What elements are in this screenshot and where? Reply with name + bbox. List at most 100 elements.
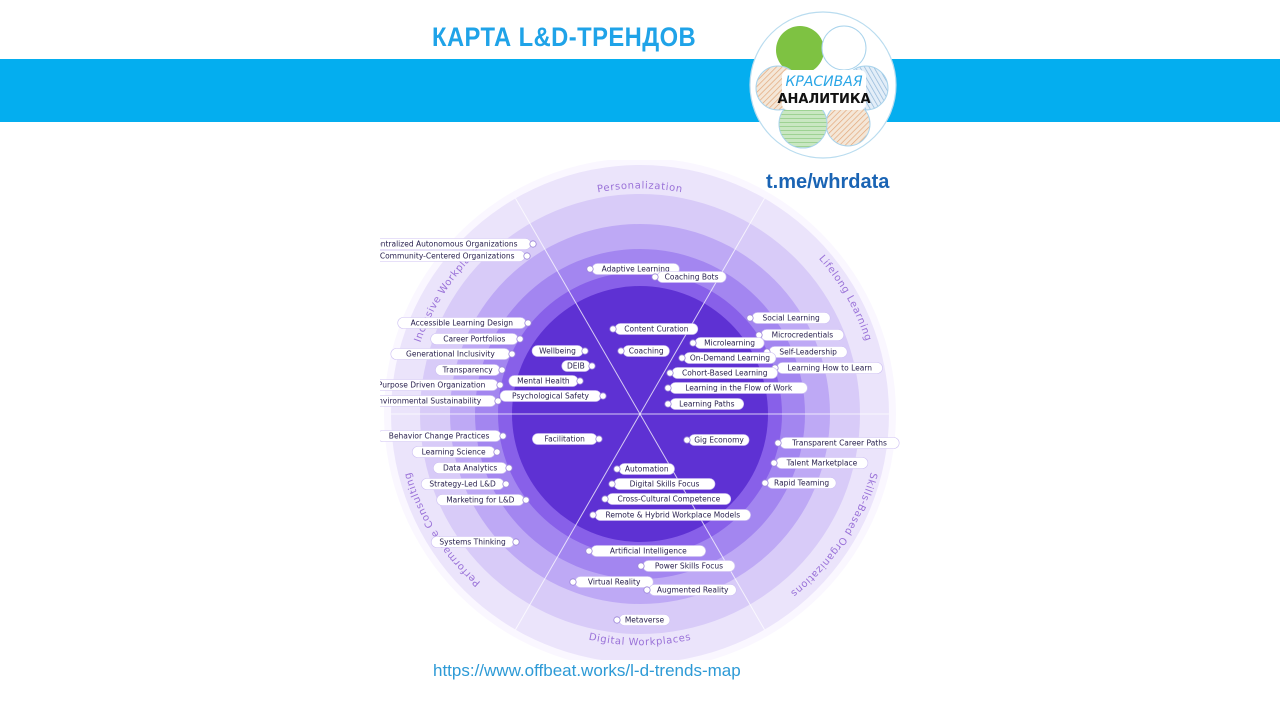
trend-dot bbox=[651, 273, 659, 281]
trend-label: Generational Inclusivity bbox=[406, 350, 495, 359]
trend-pill[interactable]: Talent Marketplace bbox=[770, 457, 869, 469]
trend-pill[interactable]: Digital Skills Focus bbox=[608, 478, 716, 490]
trend-pill[interactable]: Gig Economy bbox=[683, 434, 750, 446]
trend-label: Rapid Teaming bbox=[774, 479, 829, 488]
trend-label: Artificial Intelligence bbox=[610, 547, 687, 556]
trend-pill[interactable]: Transparent Career Paths bbox=[774, 437, 900, 449]
trend-pill[interactable]: Data Analytics bbox=[432, 462, 513, 474]
trend-pill[interactable]: Learning Science bbox=[411, 446, 501, 458]
trend-label: Coaching Bots bbox=[665, 273, 719, 282]
trend-pill[interactable]: Psychological Safety bbox=[499, 390, 607, 402]
trend-pill[interactable]: Rapid Teaming bbox=[761, 477, 837, 489]
trend-label: Coaching bbox=[629, 347, 664, 356]
telegram-channel-link[interactable]: t.me/whrdata bbox=[766, 171, 890, 193]
trend-dot bbox=[516, 335, 524, 343]
trend-label: Purpose Driven Organization bbox=[380, 381, 486, 390]
trend-dot bbox=[529, 240, 537, 248]
trend-pill[interactable]: Wellbeing bbox=[531, 345, 589, 357]
trend-pill[interactable]: Automation bbox=[613, 463, 675, 475]
trend-pill[interactable]: Metaverse bbox=[613, 614, 671, 626]
trend-label: Content Curation bbox=[624, 325, 688, 334]
trend-pill[interactable]: Self-Leadership bbox=[763, 346, 848, 358]
trend-label: Environmental Sustainability bbox=[380, 397, 482, 406]
trend-dot bbox=[508, 350, 516, 358]
trend-pill[interactable]: Microlearning bbox=[689, 337, 765, 349]
trend-pill[interactable]: Accessible Learning Design bbox=[397, 317, 532, 329]
trend-pill[interactable]: Social Learning bbox=[746, 312, 831, 324]
trend-pill[interactable]: Learning in the Flow of Work bbox=[664, 382, 808, 394]
trend-pill[interactable]: Cohort-Based Learning bbox=[666, 367, 778, 379]
trend-label: Career Portfolios bbox=[443, 335, 505, 344]
trend-pill[interactable]: Virtual Reality bbox=[569, 576, 654, 588]
trend-dot bbox=[499, 432, 507, 440]
trend-dot bbox=[493, 448, 501, 456]
trend-pill[interactable]: Purpose Driven Organization bbox=[380, 379, 504, 391]
trend-label: Data Analytics bbox=[443, 464, 497, 473]
trend-pill[interactable]: Coaching bbox=[617, 345, 670, 357]
trend-pill[interactable]: Augmented Reality bbox=[643, 584, 737, 596]
header-band bbox=[0, 59, 1280, 122]
trend-dot bbox=[599, 392, 607, 400]
trend-dot bbox=[505, 464, 513, 472]
trend-pill[interactable]: Learning Paths bbox=[664, 398, 744, 410]
trend-pill[interactable]: Systems Thinking bbox=[430, 536, 520, 548]
trend-pill[interactable]: Environmental Sustainability bbox=[380, 395, 502, 407]
trend-pill[interactable]: Strategy-Led L&D bbox=[420, 478, 510, 490]
trend-label: Learning Paths bbox=[679, 400, 734, 409]
trend-dot bbox=[601, 495, 609, 503]
trend-dot bbox=[588, 362, 596, 370]
trend-label: Augmented Reality bbox=[657, 586, 729, 595]
trend-label: Mental Health bbox=[517, 377, 570, 386]
trend-label: Wellbeing bbox=[539, 347, 576, 356]
trend-dot bbox=[664, 384, 672, 392]
trend-pill[interactable]: Mental Health bbox=[508, 375, 584, 387]
trend-pill[interactable]: Career Portfolios bbox=[430, 333, 524, 345]
trend-dot bbox=[689, 339, 697, 347]
trend-pill[interactable]: Power Skills Focus bbox=[637, 560, 736, 572]
trend-label: Remote & Hybrid Workplace Models bbox=[605, 511, 740, 520]
source-url-link[interactable]: https://www.offbeat.works/l-d-trends-map bbox=[433, 661, 741, 680]
trend-pill[interactable]: Learning How to Learn bbox=[771, 362, 883, 374]
trend-pill[interactable]: Cross-Cultural Competence bbox=[601, 493, 732, 505]
trend-pill[interactable]: Coaching Bots bbox=[651, 271, 727, 283]
trend-label: Self-Leadership bbox=[779, 348, 837, 357]
trend-dot bbox=[576, 377, 584, 385]
trend-pill[interactable]: On-Demand Learning bbox=[678, 352, 777, 364]
trend-label: Transparent Career Paths bbox=[791, 439, 887, 448]
divider-3 bbox=[639, 413, 765, 630]
trend-pill[interactable]: Marketing for L&D bbox=[436, 494, 530, 506]
trend-label: On-Demand Learning bbox=[690, 354, 770, 363]
trend-pill[interactable]: DEIB bbox=[561, 360, 596, 372]
trend-pill[interactable]: Adaptive Learning bbox=[586, 263, 680, 275]
trend-dot bbox=[637, 562, 645, 570]
trend-dot bbox=[496, 381, 504, 389]
trend-dot bbox=[774, 439, 782, 447]
trend-pill[interactable]: Transparency bbox=[435, 364, 506, 376]
trend-pill[interactable]: Community-Centered Organizations bbox=[380, 250, 531, 262]
trend-label: Systems Thinking bbox=[439, 538, 506, 547]
trend-dot bbox=[523, 252, 531, 260]
trend-label: DEIB bbox=[567, 362, 585, 371]
trend-label: Adaptive Learning bbox=[602, 265, 670, 274]
trend-pill[interactable]: Generational Inclusivity bbox=[390, 348, 516, 360]
trend-dot bbox=[608, 480, 616, 488]
trend-dot bbox=[617, 347, 625, 355]
trend-label: Automation bbox=[625, 465, 669, 474]
trend-pill[interactable]: Content Curation bbox=[609, 323, 699, 335]
trend-label: Learning How to Learn bbox=[787, 364, 872, 373]
trend-pill[interactable]: Behavior Change Practices bbox=[380, 430, 507, 442]
trend-dot bbox=[770, 459, 778, 467]
page-title: КАРТА L&D-ТРЕНДОВ bbox=[432, 22, 697, 52]
trend-dot bbox=[595, 435, 603, 443]
svg-text:Digital Workplaces: Digital Workplaces bbox=[588, 632, 692, 649]
trend-label: Cross-Cultural Competence bbox=[618, 495, 721, 504]
trend-pill[interactable]: Remote & Hybrid Workplace Models bbox=[589, 509, 751, 521]
trend-pill[interactable]: Artificial Intelligence bbox=[585, 545, 706, 557]
trend-pill[interactable]: Microcredentials bbox=[755, 329, 845, 341]
trend-pill[interactable]: Decentralized Autonomous Organizations bbox=[380, 238, 537, 250]
logo-line-1: КРАСИВАЯ bbox=[785, 74, 862, 90]
trend-label: Talent Marketplace bbox=[786, 459, 858, 468]
trend-label: Accessible Learning Design bbox=[411, 319, 514, 328]
trend-pill[interactable]: Facilitation bbox=[532, 433, 603, 445]
trend-label: Microlearning bbox=[704, 339, 755, 348]
